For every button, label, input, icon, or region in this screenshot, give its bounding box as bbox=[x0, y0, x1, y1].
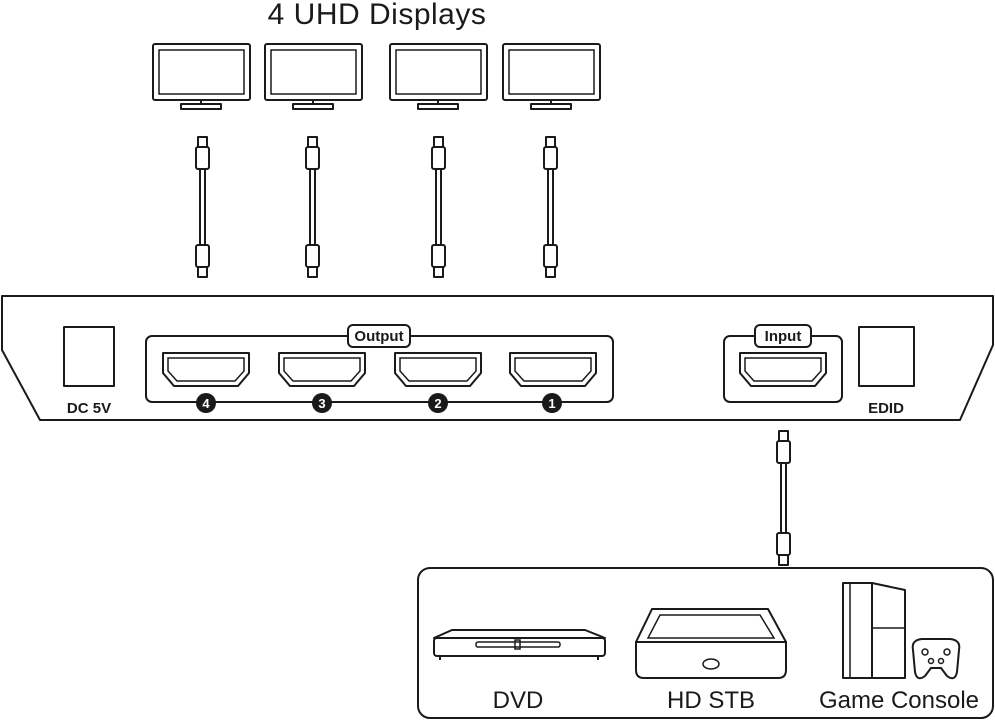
input-label: Input bbox=[765, 328, 802, 345]
svg-text:2: 2 bbox=[434, 396, 441, 411]
port-number-badge-1: 1 bbox=[542, 393, 562, 413]
svg-text:4: 4 bbox=[202, 396, 210, 411]
svg-text:1: 1 bbox=[548, 396, 555, 411]
port-number-badge-3: 3 bbox=[312, 393, 332, 413]
dc-power-label: DC 5V bbox=[67, 400, 111, 417]
port-number-badge-4: 4 bbox=[196, 393, 216, 413]
hdmi-cable-2 bbox=[305, 136, 320, 278]
hdmi-output-port-3 bbox=[278, 352, 366, 387]
display-monitor-2 bbox=[264, 43, 363, 110]
port-number-badge-2: 2 bbox=[428, 393, 448, 413]
hdmi-output-port-1 bbox=[509, 352, 597, 387]
source-label-dvd: DVD bbox=[493, 687, 544, 714]
splitter-body bbox=[1, 295, 994, 421]
output-label: Output bbox=[354, 328, 403, 345]
source-label-hd-stb: HD STB bbox=[667, 687, 755, 714]
edid-label: EDID bbox=[868, 400, 904, 417]
source-label-game-console: Game Console bbox=[819, 687, 979, 714]
dvd-player-icon bbox=[433, 629, 606, 660]
source-devices-panel bbox=[417, 567, 994, 719]
input-label-badge bbox=[754, 324, 812, 348]
set-top-box-icon bbox=[635, 608, 787, 679]
display-monitor-1 bbox=[152, 43, 251, 110]
hdmi-cable-4 bbox=[543, 136, 558, 278]
edid-switch bbox=[858, 326, 915, 387]
hdmi-output-port-4 bbox=[162, 352, 250, 387]
dc-power-jack bbox=[63, 326, 115, 387]
diagram-title: 4 UHD Displays bbox=[268, 0, 487, 31]
game-console-icon bbox=[842, 582, 961, 680]
display-monitor-4 bbox=[502, 43, 601, 110]
hdmi-cable-1 bbox=[195, 136, 210, 278]
svg-text:3: 3 bbox=[318, 396, 325, 411]
output-label-badge bbox=[347, 324, 411, 348]
hdmi-input-cable bbox=[776, 430, 791, 566]
display-monitor-3 bbox=[389, 43, 488, 110]
hdmi-cable-3 bbox=[431, 136, 446, 278]
hdmi-input-port bbox=[739, 352, 827, 387]
hdmi-output-port-2 bbox=[394, 352, 482, 387]
